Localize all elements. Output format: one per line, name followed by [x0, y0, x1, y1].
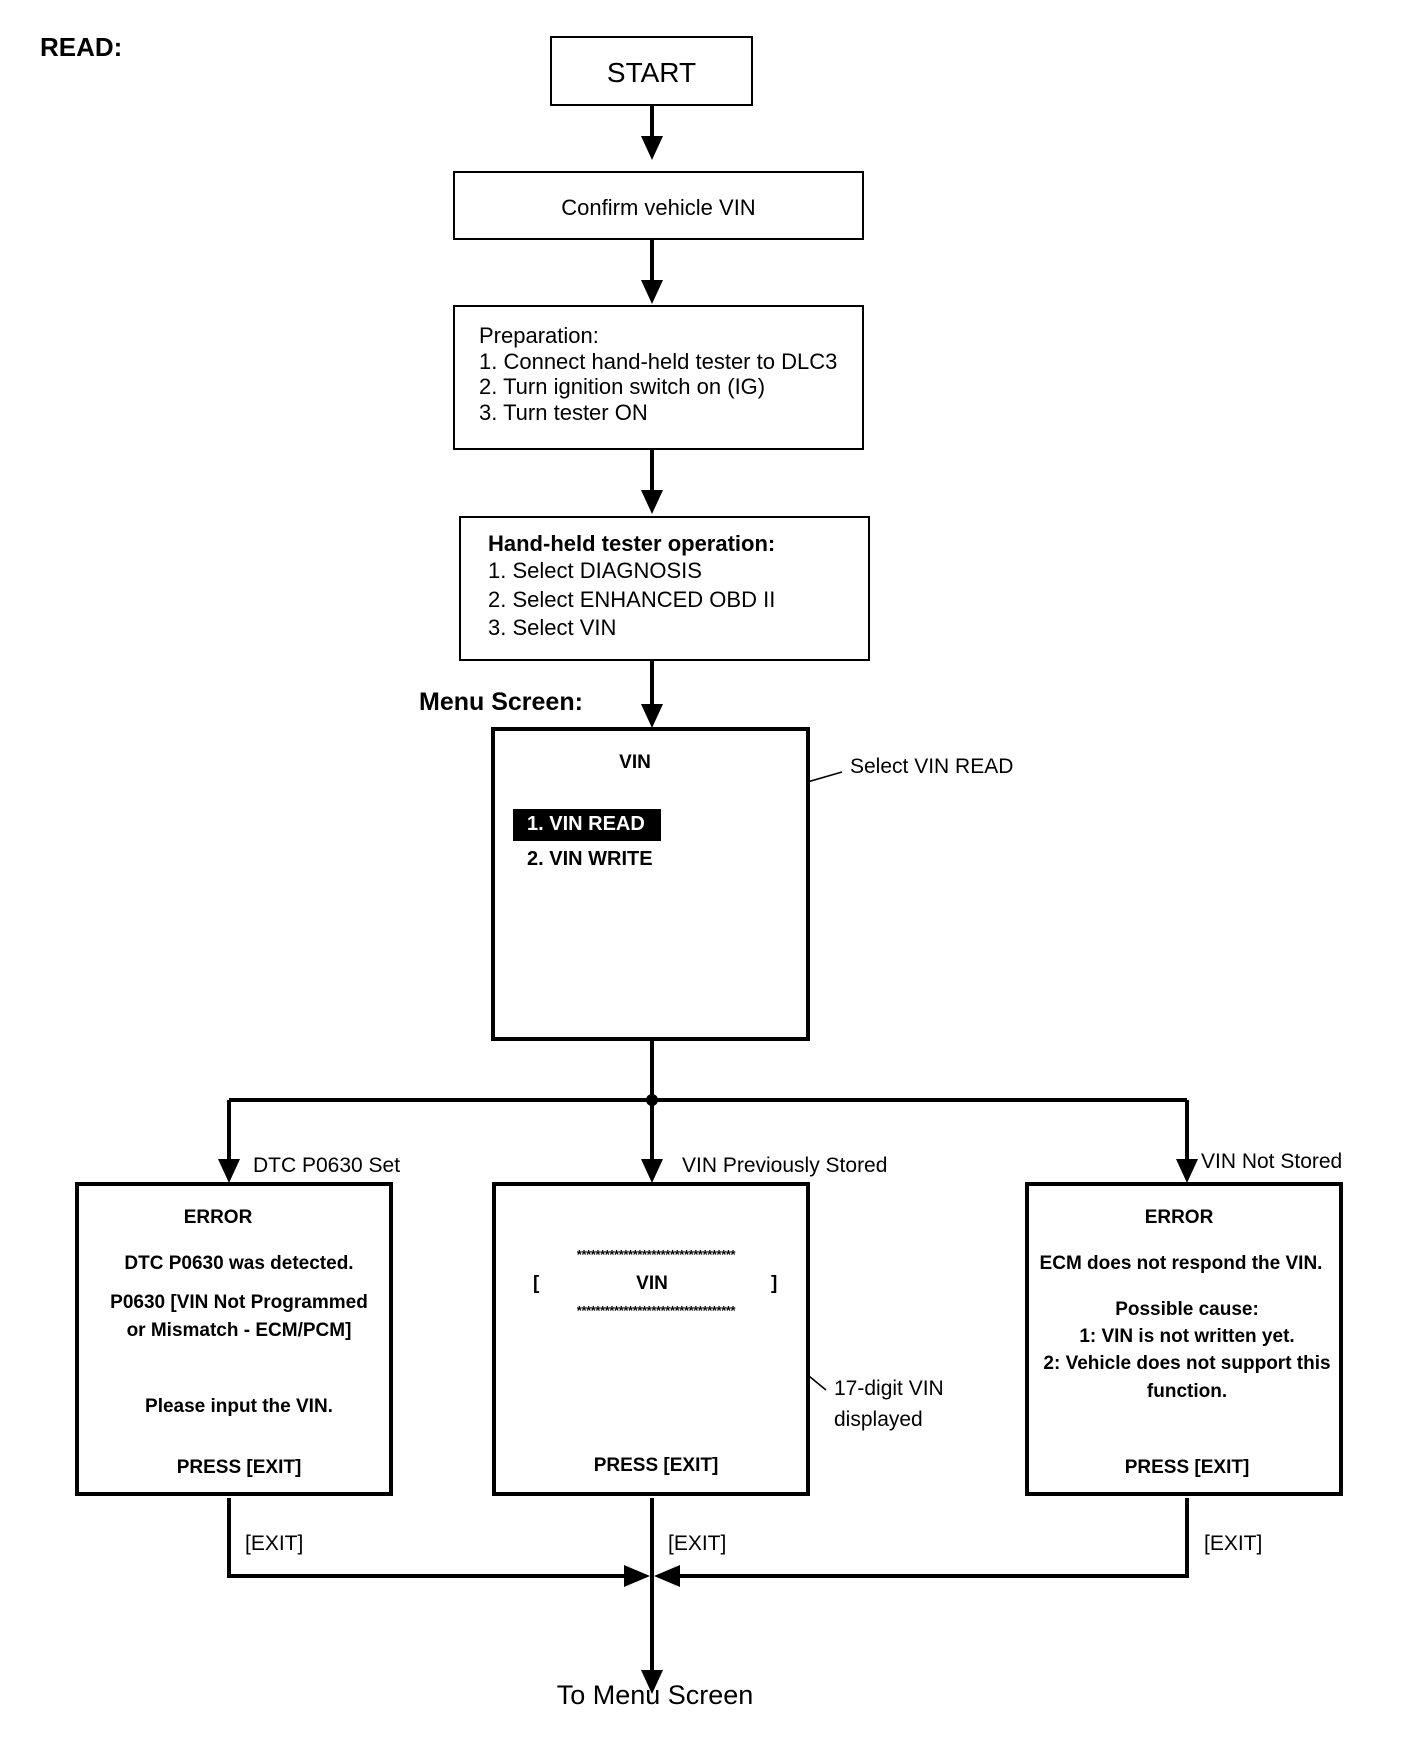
menu-screen-title: VIN	[619, 752, 651, 773]
arrowhead-right-box	[1176, 1159, 1198, 1183]
error-message: Possible cause:	[1115, 1299, 1259, 1320]
press-exit-label[interactable]: PRESS [EXIT]	[593, 1455, 719, 1476]
confirm-vin-label: Confirm vehicle VIN	[561, 195, 756, 220]
error-instruction: Please input the VIN.	[145, 1396, 333, 1417]
arrowhead-confirm	[641, 136, 663, 160]
preparation-step: 3. Turn tester ON	[479, 400, 648, 425]
split-junction-dot	[646, 1094, 658, 1106]
arrowhead-menu	[641, 704, 663, 728]
start-label: START	[606, 57, 697, 88]
branch-label-previously-stored: VIN Previously Stored	[682, 1154, 888, 1177]
arrowhead-middle-box	[641, 1159, 663, 1183]
preparation-box: Preparation: 1. Connect hand-held tester…	[453, 305, 864, 450]
branch-label-not-stored: VIN Not Stored	[1201, 1150, 1343, 1173]
menu-screen-label: Menu Screen:	[419, 688, 583, 716]
confirm-vin-box: Confirm vehicle VIN	[453, 171, 864, 240]
error-message: DTC P0630 was detected.	[124, 1253, 354, 1274]
menu-screen-box: VIN 1. VIN READ 2. VIN WRITE	[491, 727, 810, 1041]
callout-select-vin-read: Select VIN READ	[850, 755, 1014, 778]
arrowhead-merge-left	[624, 1565, 650, 1587]
operation-step: 3. Select VIN	[488, 615, 617, 640]
page-heading: READ:	[40, 32, 123, 62]
error-message: or Mismatch - ECM/PCM]	[126, 1320, 352, 1341]
callout-17-digit-line1: 17-digit VIN	[834, 1377, 944, 1400]
preparation-step: 2. Turn ignition switch on (IG)	[479, 374, 766, 399]
vin-stars-bottom: **********************************	[576, 1303, 736, 1318]
preparation-title: Preparation:	[479, 323, 599, 348]
operation-title: Hand-held tester operation:	[488, 531, 776, 556]
arrowhead-left-box	[218, 1159, 240, 1183]
exit-label-left: [EXIT]	[245, 1532, 304, 1555]
menu-item-vin-read[interactable]: 1. VIN READ	[513, 809, 661, 841]
error-message: P0630 [VIN Not Programmed	[110, 1292, 368, 1313]
error-message: ECM does not respond the VIN.	[1039, 1253, 1323, 1274]
operation-step: 2. Select ENHANCED OBD II	[488, 587, 776, 612]
error-message: function.	[1146, 1381, 1228, 1402]
error-message: 2: Vehicle does not support this	[1043, 1353, 1331, 1374]
vin-bracket-close: ]	[771, 1273, 778, 1294]
vin-stars-top: **********************************	[576, 1247, 736, 1262]
operation-step: 1. Select DIAGNOSIS	[488, 558, 702, 583]
arrowhead-prep	[641, 280, 663, 304]
arrowhead-merge-right	[654, 1565, 680, 1587]
connector-exit-right	[674, 1498, 1189, 1578]
branch-label-dtc: DTC P0630 Set	[253, 1154, 401, 1177]
footer-to-menu-screen: To Menu Screen	[556, 1680, 754, 1710]
connector-exit-left	[227, 1498, 630, 1578]
error-title: ERROR	[183, 1207, 253, 1228]
arrowhead-operation	[641, 490, 663, 514]
error-message: 1: VIN is not written yet.	[1079, 1326, 1295, 1347]
preparation-step: 1. Connect hand-held tester to DLC3	[479, 349, 838, 374]
exit-label-middle: [EXIT]	[668, 1532, 727, 1555]
vin-bracket-open: [	[533, 1273, 540, 1294]
dtc-error-screen: ERROR DTC P0630 was detected. P0630 [VIN…	[75, 1182, 393, 1496]
ecm-error-screen: ERROR ECM does not respond the VIN. Poss…	[1025, 1182, 1343, 1496]
press-exit-label[interactable]: PRESS [EXIT]	[1124, 1457, 1250, 1478]
operation-box: Hand-held tester operation: 1. Select DI…	[459, 516, 870, 661]
exit-label-right: [EXIT]	[1204, 1532, 1263, 1555]
start-box: START	[550, 36, 753, 106]
vin-display-screen: ********************************** [ VIN…	[492, 1182, 810, 1496]
callout-17-digit-line2: displayed	[834, 1408, 923, 1431]
error-title: ERROR	[1144, 1207, 1214, 1228]
press-exit-label[interactable]: PRESS [EXIT]	[176, 1457, 302, 1478]
vin-value: VIN	[636, 1273, 668, 1294]
arrowhead-footer	[641, 1670, 663, 1694]
menu-item-vin-write[interactable]: 2. VIN WRITE	[527, 848, 653, 870]
